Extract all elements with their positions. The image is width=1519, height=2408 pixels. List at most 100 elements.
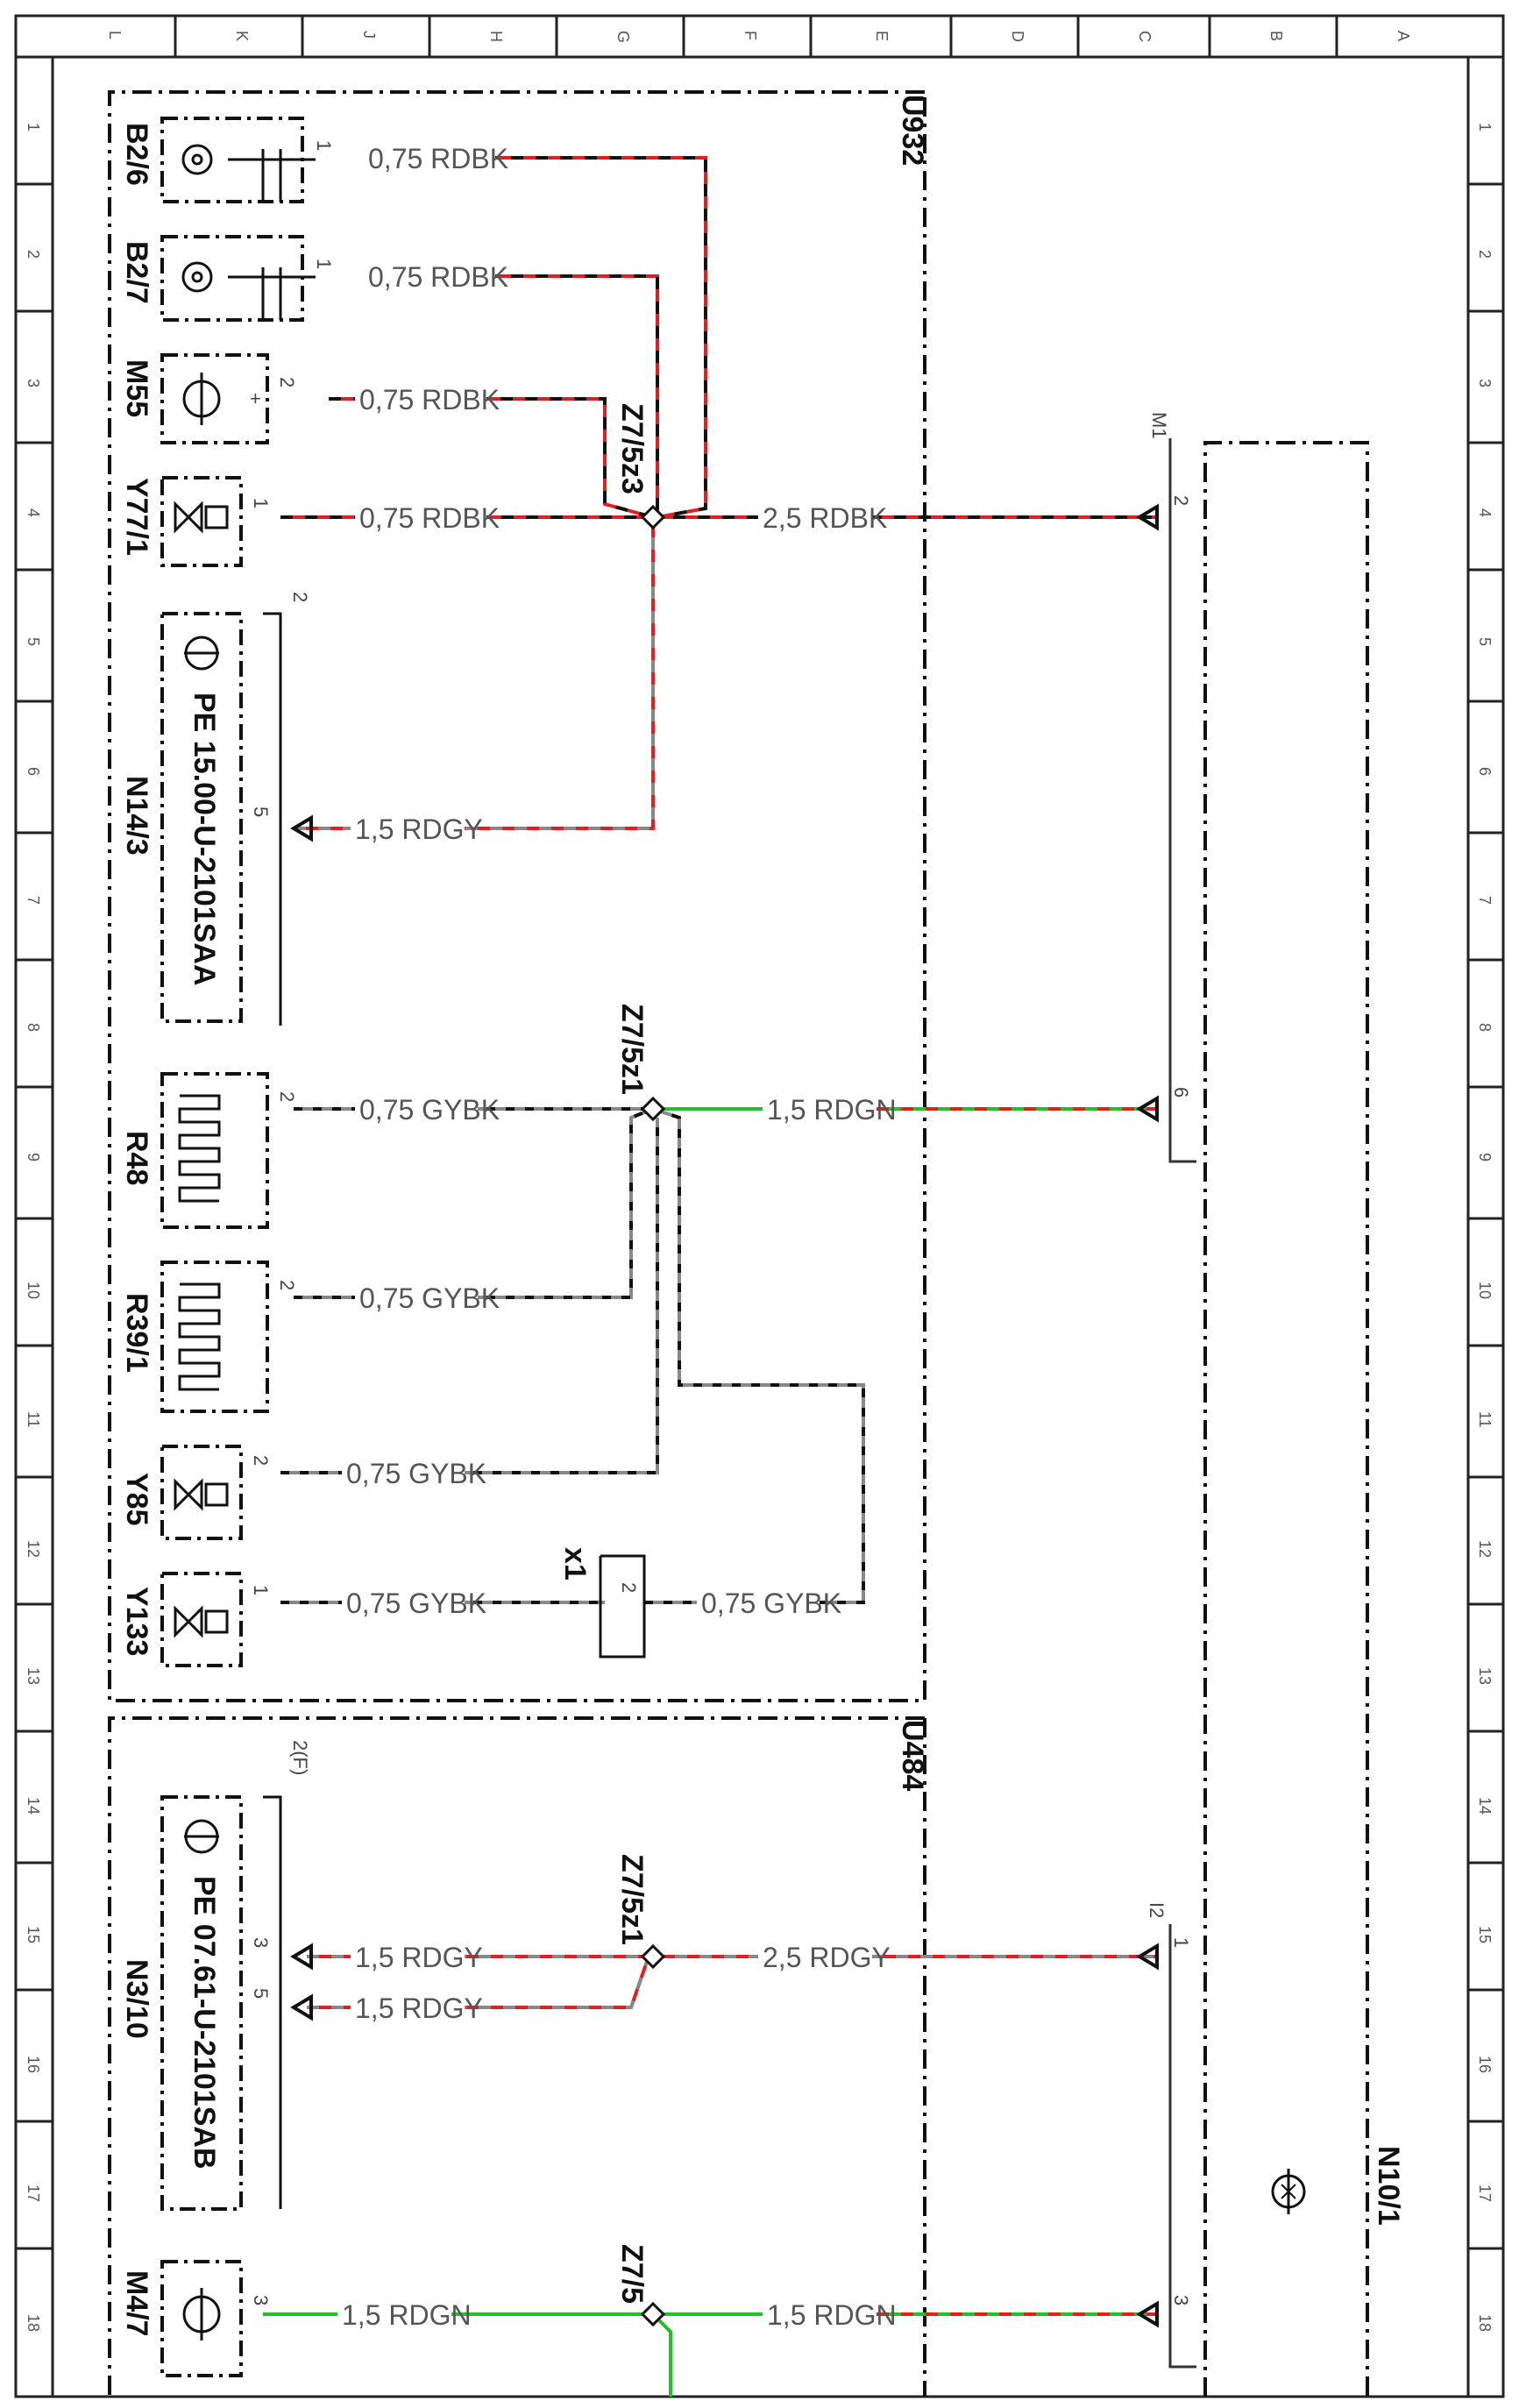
pin-n14-3: 5: [250, 806, 272, 817]
component-b2-6-label: B2/6: [120, 123, 153, 186]
component-symbols: [174, 144, 646, 2341]
component-n14-3-label: N14/3: [120, 776, 153, 856]
grid-row-11-left: 11: [25, 1411, 42, 1428]
connector-x1-frame: [599, 1554, 646, 1659]
n14-3-ecu-icon: [184, 636, 219, 671]
grid-row-5-left: 5: [25, 637, 42, 646]
pin-n3-10-a: 3: [250, 1937, 272, 1948]
component-y77-1-label: Y77/1: [120, 478, 153, 556]
wire-label-y77-1: 0,75 RDBK: [359, 502, 500, 534]
wire-label-n3-10-b: 1,5 RDGY: [355, 1992, 483, 2024]
grid-col-e: E: [873, 31, 891, 41]
wire-label-m4-7: 1,5 RDGN: [342, 2299, 472, 2331]
grid-row-4-left: 4: [25, 508, 42, 517]
n10-1-ecu-icon: [1271, 2169, 1306, 2214]
grid-col-g: G: [614, 31, 632, 43]
grid-row-12-right: 12: [1476, 1540, 1494, 1558]
drawing-frame: L K J H G F E D C B A 1 2 3 4 5 6 7 8 9 …: [14, 14, 1505, 2398]
wire-labels: 0,75 RDBK 0,75 RDBK 0,75 RDBK 0,75 RDBK …: [337, 143, 897, 2331]
m4-7-motor-icon: [182, 2288, 221, 2341]
component-n3-10-part: PE 07.61-U-2101SAB: [188, 1876, 221, 2170]
grid-row-13-right: 13: [1476, 1667, 1494, 1685]
wires-gybk: [280, 1107, 865, 1604]
module-u932-label: U932: [896, 95, 929, 166]
wire-label-y85: 0,75 GYBK: [346, 1458, 486, 1489]
grid-row-9-right: 9: [1476, 1153, 1494, 1161]
wire-label-r48: 0,75 GYBK: [359, 1094, 500, 1126]
splice-z7-5z1-a-label: Z7/5z1: [615, 1004, 649, 1095]
unit-n10-1-boundary: [1203, 441, 1369, 2397]
pin-m4-7: 3: [250, 2295, 272, 2305]
grid-row-3-left: 3: [25, 379, 42, 387]
module-u484-label: U484: [896, 1720, 929, 1791]
wire-label-n14-3: 1,5 RDGY: [355, 813, 483, 845]
pin-r39-1: 2: [276, 1280, 298, 1290]
grid-row-13-left: 13: [25, 1667, 42, 1685]
wire-label-b2-7: 0,75 RDBK: [368, 261, 508, 293]
arrow-m1-pin6: [1136, 1095, 1159, 1123]
b2-6-sensor-icon: [181, 144, 316, 202]
wires-rdbk: [280, 156, 1157, 2009]
n3-10-ecu-icon: [184, 1819, 219, 1854]
grid-row-17-right: 17: [1476, 2184, 1494, 2202]
wire-label-main-rdgy: 2,5 RDGY: [763, 1942, 891, 1973]
wire-network: [263, 156, 1157, 2397]
grid-col-h: H: [487, 31, 505, 42]
y77-1-valve-icon: [174, 501, 229, 534]
component-y133-label: Y133: [120, 1587, 153, 1656]
grid-row-17-left: 17: [25, 2184, 42, 2202]
grid-row-14-right: 14: [1476, 1797, 1494, 1815]
r48-heater-icon: [178, 1094, 221, 1203]
grid-row-16-left: 16: [25, 2056, 42, 2073]
splice-z7-5z1-a[interactable]: Z7/5z1: [615, 1004, 666, 1122]
grid-row-12-left: 12: [25, 1540, 42, 1558]
splice-z7-5z3[interactable]: Z7/5z3: [615, 403, 666, 530]
grid-row-15-left: 15: [25, 1926, 42, 1943]
grid-row-4-right: 4: [1476, 508, 1494, 517]
component-n3-10-label: N3/10: [120, 1959, 153, 2039]
component-b2-7-label: B2/7: [120, 241, 153, 304]
grid-row-18-right: 18: [1476, 2314, 1494, 2332]
pin-b2-6: 1: [313, 140, 335, 151]
grid-col-d: D: [1009, 31, 1026, 42]
grid-row-9-left: 9: [25, 1153, 42, 1161]
grid-row-6-left: 6: [25, 767, 42, 776]
splice-z7-5z3-label: Z7/5z3: [615, 403, 649, 494]
splice-z7-5z1-b[interactable]: Z7/5z1: [615, 1854, 666, 1970]
grid-col-l: L: [106, 31, 124, 39]
grid-row-2-left: 2: [25, 250, 42, 259]
grid-row-11-right: 11: [1476, 1411, 1494, 1428]
wire-label-main-rdgn: 1,5 RDGN: [767, 1094, 897, 1126]
pin-i2-b: 3: [1170, 2295, 1192, 2305]
component-m4-7-label: M4/7: [120, 2270, 153, 2337]
unit-n10-1-label: N10/1: [1372, 2146, 1405, 2226]
wires-rdgy-overlay: [294, 517, 1157, 2009]
connector-i2-label: I2: [1146, 1902, 1168, 1918]
wires-gybk-overlay: [280, 1107, 865, 1604]
pin-m55: 2: [276, 377, 298, 387]
grid-col-a: A: [1395, 31, 1412, 41]
wire-label-main-rdgn-b: 1,5 RDGN: [767, 2299, 897, 2331]
pin-b2-7: 1: [313, 259, 335, 269]
splice-z7-5-label: Z7/5: [615, 2244, 649, 2304]
grid-row-1-left: 1: [25, 123, 42, 131]
pin-numbers: 1 1 2 + 1 2 5 2 2 2 1 2 2(F) 3 5 3 2 6 1…: [250, 140, 1192, 2305]
grid-row-3-right: 3: [1476, 379, 1494, 387]
pin-m1-b: 6: [1170, 1087, 1192, 1097]
y85-valve-icon: [174, 1478, 229, 1511]
connector-m1-label: M1: [1148, 412, 1170, 439]
arrow-i2-pin3: [1136, 2300, 1159, 2328]
splice-z7-5[interactable]: Z7/5: [615, 2244, 666, 2327]
r39-1-heater-icon: [178, 1282, 221, 1391]
pin-n3-10-b: 5: [250, 1988, 272, 1999]
arrow-i2-pin1: [1136, 1943, 1159, 1971]
grid-row-2-right: 2: [1476, 250, 1494, 259]
wire-label-m55: 0,75 RDBK: [359, 384, 500, 416]
pin-r48: 2: [276, 1091, 298, 1102]
grid-row-1-right: 1: [1476, 123, 1494, 131]
module-u484-boundary: [108, 1716, 925, 2397]
b2-7-sensor-icon: [181, 261, 316, 320]
grid-row-8-right: 8: [1476, 1023, 1494, 1032]
wire-label-r39-1: 0,75 GYBK: [359, 1282, 500, 1314]
grid-col-c: C: [1136, 31, 1153, 42]
